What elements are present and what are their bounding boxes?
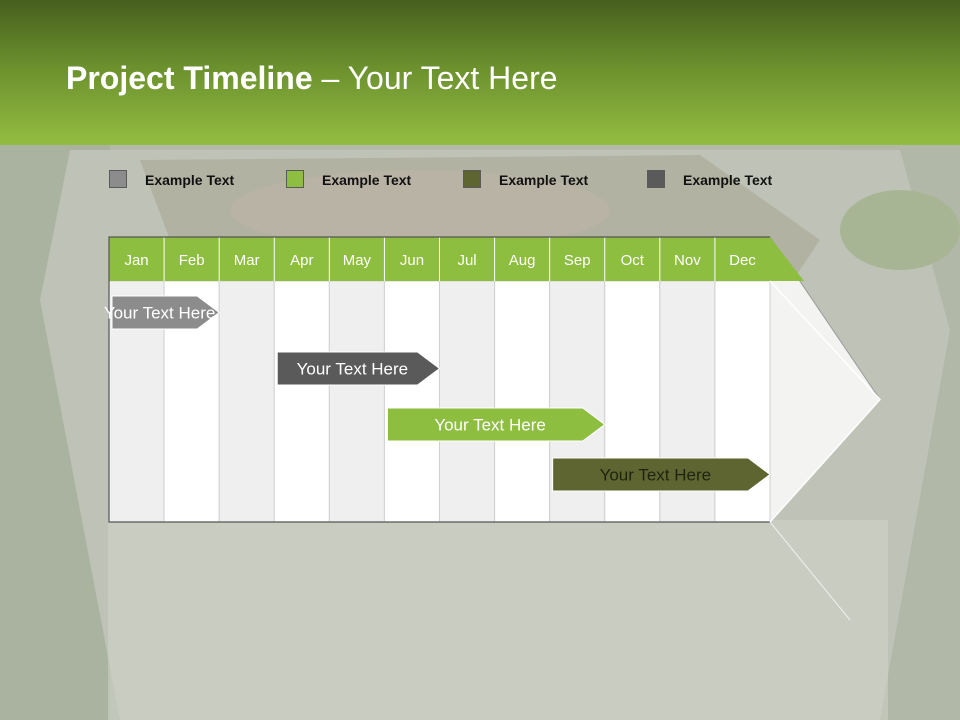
month-label: Aug bbox=[509, 252, 536, 269]
month-label: Mar bbox=[234, 252, 260, 269]
month-label: Apr bbox=[290, 252, 313, 269]
month-label: Oct bbox=[621, 252, 645, 269]
month-column bbox=[494, 280, 551, 523]
task-arrow bbox=[276, 351, 441, 386]
month-label: Nov bbox=[674, 252, 701, 269]
task-arrow bbox=[552, 457, 771, 492]
month-label: Jul bbox=[457, 252, 476, 269]
legend-swatch bbox=[463, 170, 481, 188]
month-label: May bbox=[343, 252, 372, 269]
month-column bbox=[383, 280, 440, 523]
month-column bbox=[328, 280, 385, 523]
legend-label: Example Text bbox=[322, 172, 412, 188]
legend-swatch bbox=[286, 170, 304, 188]
arrow-reflection bbox=[769, 521, 851, 621]
task-label: Your Text Here bbox=[104, 304, 216, 323]
month-label: Feb bbox=[179, 252, 205, 269]
page-title: Project Timeline – Your Text Here bbox=[66, 60, 558, 97]
task-label: Your Text Here bbox=[600, 466, 712, 485]
month-column bbox=[218, 280, 275, 523]
arrow-outline bbox=[108, 236, 770, 523]
month-label: Jan bbox=[124, 252, 148, 269]
month-label: Jun bbox=[400, 252, 424, 269]
legend-swatch bbox=[109, 170, 127, 188]
title-bold: Project Timeline bbox=[66, 60, 313, 96]
legend-swatch bbox=[647, 170, 665, 188]
month-label: Sep bbox=[564, 252, 591, 269]
legend-label: Example Text bbox=[145, 172, 235, 188]
legend-label: Example Text bbox=[683, 172, 773, 188]
task-label: Your Text Here bbox=[297, 360, 409, 379]
task-arrow bbox=[386, 407, 606, 442]
month-column bbox=[439, 280, 496, 523]
task-label: Your Text Here bbox=[434, 416, 546, 435]
title-rest: – Your Text Here bbox=[312, 60, 558, 96]
month-column bbox=[273, 280, 330, 523]
task-arrow bbox=[111, 295, 221, 330]
arrow-head-edge bbox=[769, 280, 882, 523]
legend-label: Example Text bbox=[499, 172, 589, 188]
month-header-band bbox=[109, 237, 804, 281]
month-label: Dec bbox=[729, 252, 756, 269]
header-banner: Project Timeline – Your Text Here bbox=[0, 0, 960, 145]
